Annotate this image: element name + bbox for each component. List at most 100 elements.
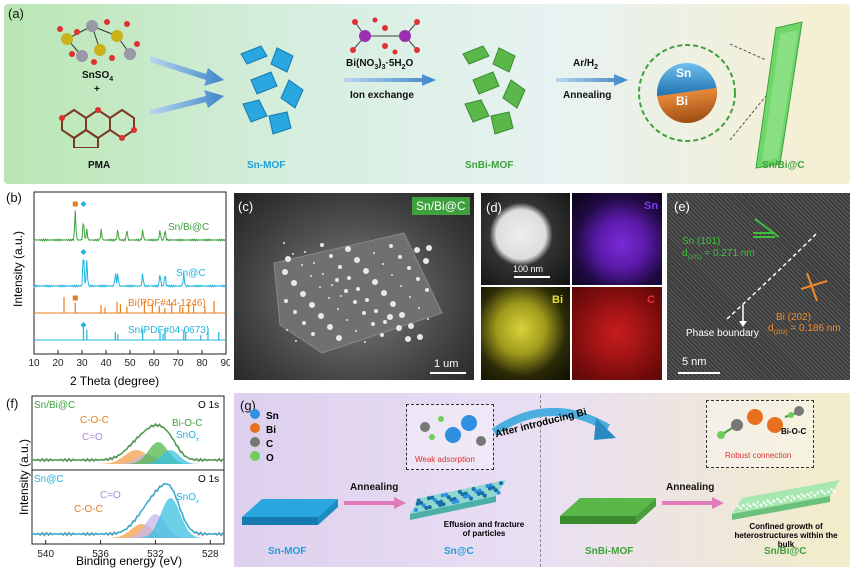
sem-particle (310, 275, 312, 277)
snbi-particle (755, 505, 757, 507)
snbi-particle (806, 493, 808, 495)
snbi-particle (797, 495, 799, 497)
sn-d-spacing-label: d(101) = 0.271 nm (682, 248, 755, 261)
bi-o-c-label: Bi-O-C (781, 427, 806, 436)
reagent-label: Bi(NO3)3·5H2O (346, 58, 413, 71)
xrd-bi-marker (73, 296, 78, 301)
snbi-particle (752, 503, 754, 505)
sem-particle (345, 246, 351, 252)
snbi-particle (801, 493, 803, 495)
snbi-particle (816, 491, 818, 493)
xps-top-peak-coc: C-O-C (80, 415, 109, 426)
snbi-particle (765, 504, 767, 506)
sn-particle (455, 499, 459, 503)
xrd-ylabel: Intensity (a.u.) (11, 209, 25, 329)
snbi-particle (762, 501, 764, 503)
sem-particle (425, 288, 429, 292)
sem-image (234, 193, 474, 380)
eds-map-bi-label: Bi (552, 294, 563, 306)
sem-particle (372, 279, 378, 285)
snbi-mof-sheets (455, 42, 535, 142)
g-sn-mof-label: Sn-MOF (268, 546, 306, 557)
sem-particle (409, 296, 411, 298)
sem-particle (327, 324, 333, 330)
hrtem-scalebar (678, 372, 720, 374)
sem-particle (283, 242, 285, 244)
sem-sample-tag: Sn/Bi@C (412, 197, 470, 215)
xrd-sn-marker (80, 322, 86, 328)
sn-bi-c-product-label: Sn/Bi@C (762, 160, 805, 171)
sem-particle (320, 243, 324, 247)
snbi-particle (737, 505, 739, 507)
snbi-particle (800, 497, 802, 499)
snbi-particle (739, 506, 741, 508)
snbi-particle (833, 490, 835, 492)
xps-bottom-peak-snox: SnOx (176, 492, 199, 505)
sem-particle (390, 301, 396, 307)
hrtem-scalebar-label: 5 nm (682, 356, 706, 368)
snbi-particle (802, 495, 804, 497)
xps-top-region-label: O 1s (198, 400, 219, 411)
legend-c-dot (250, 437, 260, 447)
snbi-particle (810, 491, 812, 493)
sem-particle (295, 340, 297, 342)
sem-particle (373, 252, 375, 254)
precursor-pma-label: PMA (88, 160, 110, 171)
snbi-mof-slab (560, 494, 656, 530)
sem-particle (374, 309, 378, 313)
sem-particle (346, 319, 348, 321)
sem-particle (309, 302, 315, 308)
sem-particle (313, 262, 315, 264)
weak-adsorption-inset: Weak adsorption (406, 404, 494, 470)
sn-particle (452, 500, 456, 504)
snso4-structure (52, 14, 142, 66)
eds-scalebar-label: 100 nm (513, 264, 543, 274)
ion-exchange-arrow (344, 74, 436, 86)
xps-component (32, 450, 224, 464)
sem-particle (338, 265, 342, 269)
sem-particle (340, 295, 342, 297)
sem-scalebar (430, 372, 466, 374)
snbi-particle (779, 500, 781, 502)
bi-d-spacing-label: d(202) = 0.186 nm (768, 323, 841, 336)
sn-particle (438, 503, 442, 507)
sn-particle (427, 496, 431, 500)
sem-particle (292, 253, 294, 255)
snbi-particle (786, 496, 788, 498)
eds-map-sn-label: Sn (644, 200, 658, 212)
annealing-label: Annealing (563, 90, 611, 101)
sem-particle (387, 314, 393, 320)
sem-particle (354, 257, 360, 263)
precursor-snso4-label: SnSO4 (82, 70, 113, 83)
sn-particle (499, 481, 503, 485)
xps-bottom-peak-coc: C-O-C (74, 504, 103, 515)
snbi-particle (742, 504, 744, 506)
sem-particle (322, 273, 324, 275)
sem-particle (418, 307, 420, 309)
sem-particle (382, 263, 384, 265)
sem-particle (285, 256, 291, 262)
sem-particle (400, 285, 402, 287)
sem-particle (381, 290, 387, 296)
sem-particle (380, 333, 384, 337)
xrd-xlabel: 2 Theta (degree) (70, 374, 159, 388)
weak-adsorption-label: Weak adsorption (415, 455, 475, 464)
sn-particle (477, 492, 481, 496)
xrd-xtick-label: 90 (220, 358, 230, 369)
eds-scalebar (514, 276, 550, 278)
xrd-xtick-label: 70 (172, 358, 184, 369)
xrd-xtick-label: 80 (196, 358, 208, 369)
xps-xtick-label: 528 (202, 549, 219, 560)
sn-mof-slab (242, 495, 338, 531)
sn-particle (441, 493, 445, 497)
sn-particle (469, 496, 473, 500)
sn-particle (424, 506, 428, 510)
snbi-particle (790, 499, 792, 501)
xps-ylabel: Intensity (a.u.) (17, 427, 31, 527)
sem-particle (408, 323, 414, 329)
annealing-arrow (556, 74, 628, 86)
legend-o-label: O (266, 453, 274, 464)
sem-particle (344, 289, 348, 293)
xps-bottom-peak-co: C=O (100, 490, 121, 501)
sem-particle (318, 313, 324, 319)
